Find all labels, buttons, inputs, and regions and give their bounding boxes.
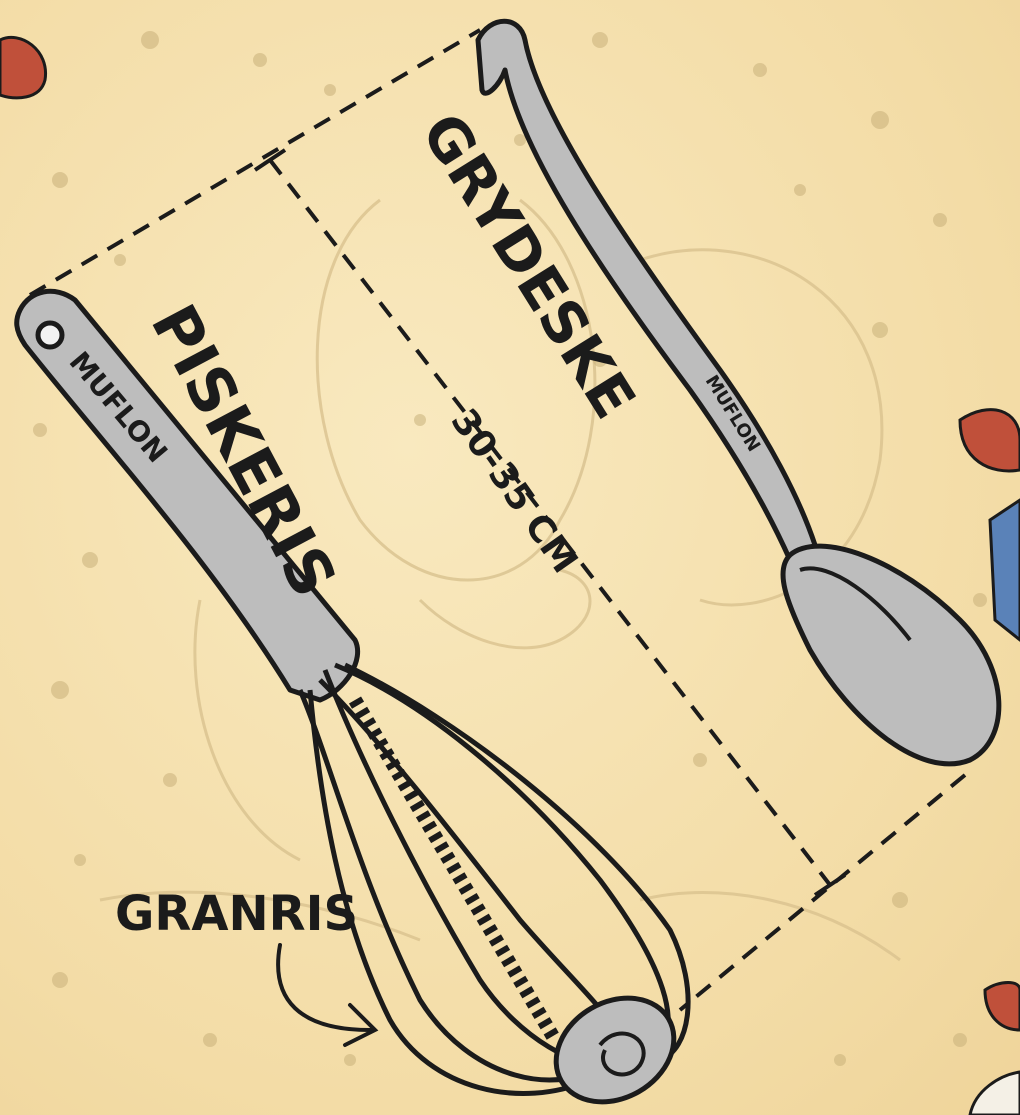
wooden-spoon <box>478 21 999 764</box>
granris-label: GRANRIS <box>115 886 358 942</box>
length-label: 30-35 CM <box>443 402 586 581</box>
granris-arrow <box>278 945 375 1045</box>
